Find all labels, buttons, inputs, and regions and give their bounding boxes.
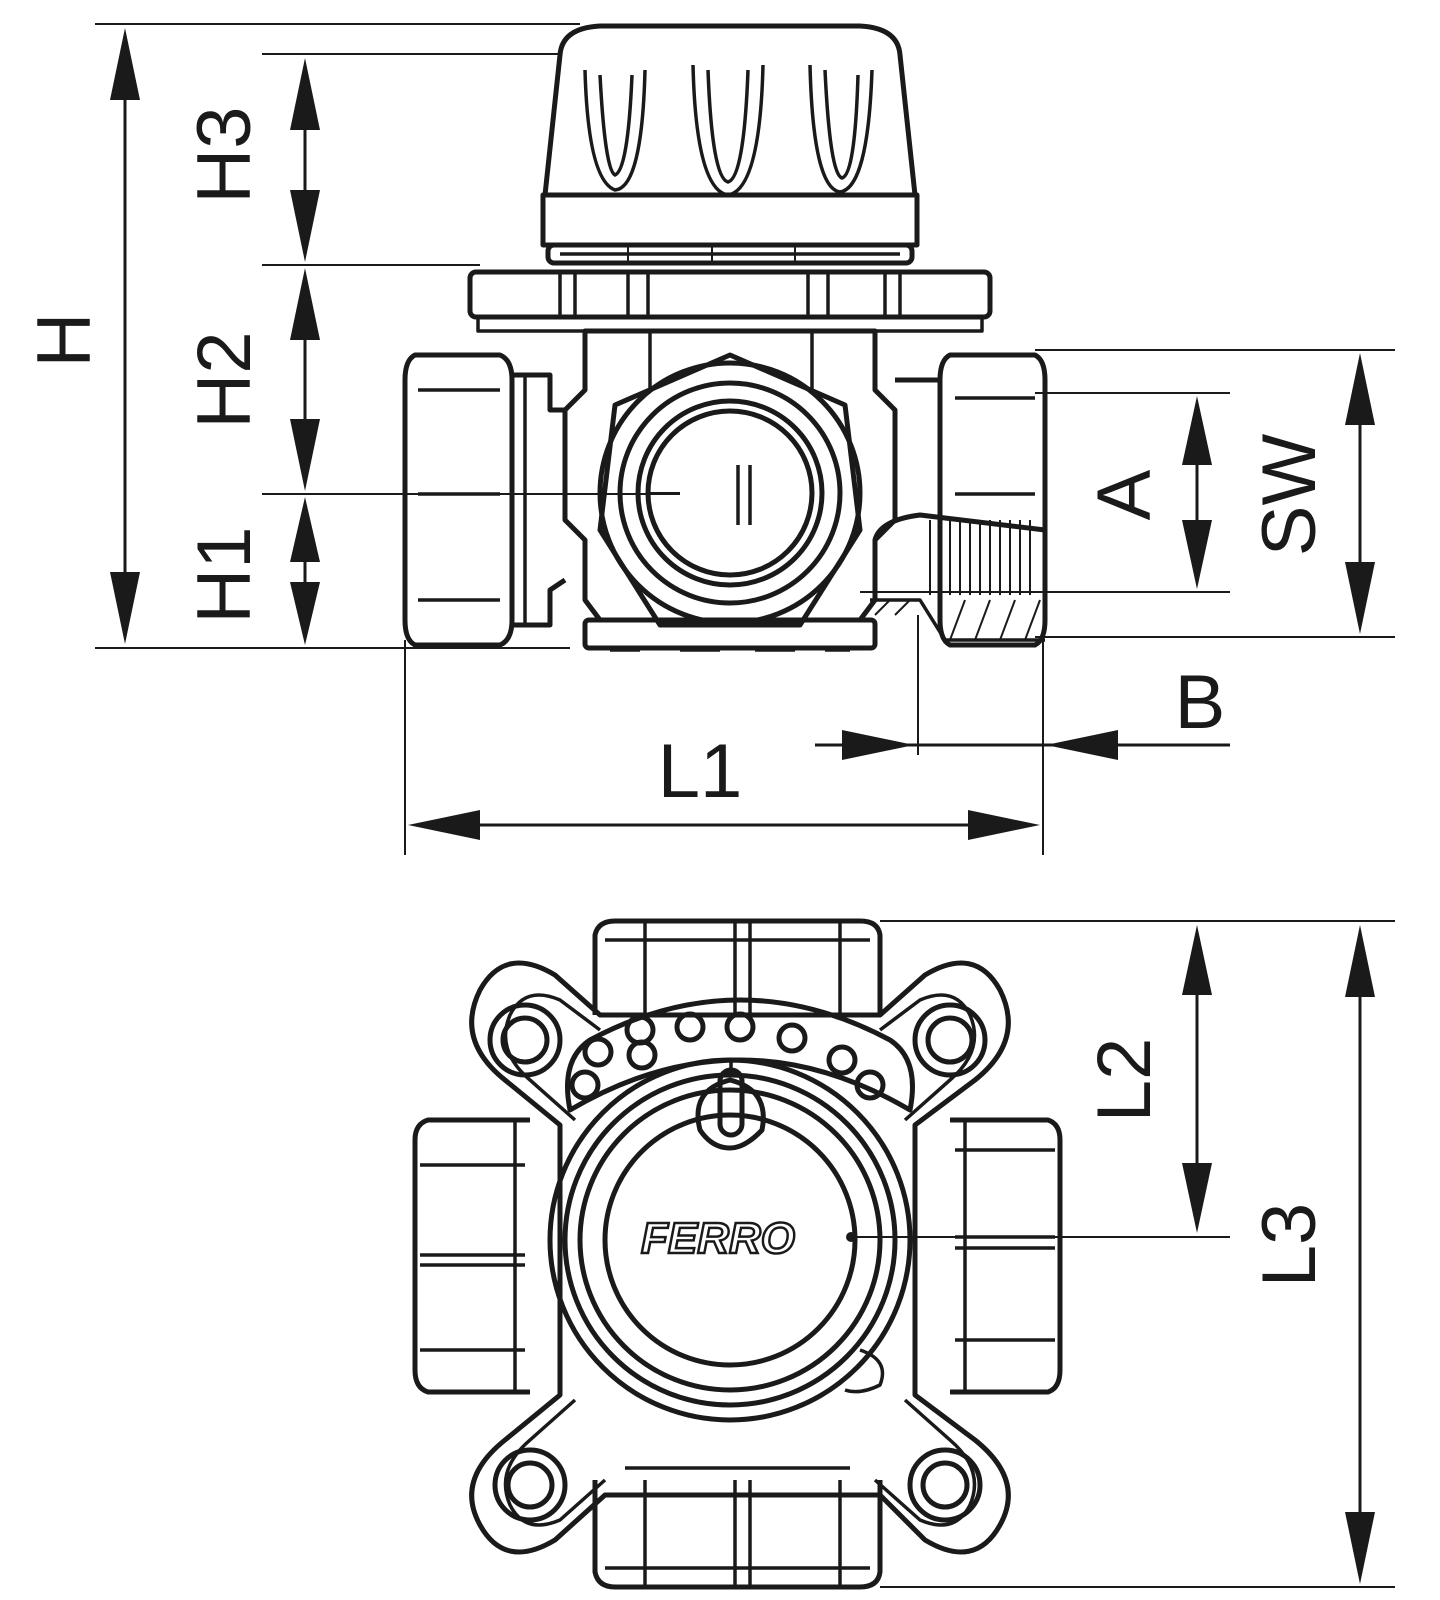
dimension-A	[1182, 396, 1212, 589]
label-L3: L3	[1247, 1203, 1332, 1288]
extension-lines-front	[95, 23, 1395, 855]
label-H3: H3	[182, 106, 267, 203]
dimension-H2	[290, 268, 320, 491]
label-L1: L1	[658, 729, 743, 814]
mounting-flange	[467, 269, 993, 333]
dimension-H	[110, 28, 140, 644]
dimension-L2	[1182, 925, 1212, 1233]
dimension-SW	[1345, 353, 1375, 634]
right-port	[870, 352, 1048, 648]
label-H1: H1	[182, 526, 267, 623]
center-dial	[547, 1057, 913, 1423]
label-H2: H2	[182, 331, 267, 428]
center-port	[597, 352, 863, 628]
bolt-holes	[487, 1002, 988, 1523]
label-H: H	[22, 313, 107, 368]
valve-body	[562, 328, 898, 652]
front-view: H H3 H2 H1 A SW B L1	[22, 23, 1395, 855]
bottom-port	[592, 1466, 883, 1590]
dimension-B	[815, 730, 1230, 760]
dimension-L1	[408, 810, 1040, 840]
dimension-H3	[290, 58, 320, 262]
side-port-left	[412, 1117, 530, 1395]
label-A: A	[1082, 469, 1167, 520]
ferro-logo: FERRO	[641, 1214, 795, 1263]
left-port	[402, 352, 567, 648]
label-L2: L2	[1082, 1038, 1167, 1123]
label-B: B	[1175, 660, 1226, 745]
logo-dot	[846, 1232, 856, 1242]
dimension-L3	[1345, 925, 1375, 1584]
handle-knob	[540, 23, 920, 266]
side-port-right	[950, 1117, 1063, 1395]
label-SW: SW	[1247, 434, 1332, 557]
dimension-H1	[290, 497, 320, 645]
top-view: FERRO L2 L3	[412, 918, 1395, 1590]
